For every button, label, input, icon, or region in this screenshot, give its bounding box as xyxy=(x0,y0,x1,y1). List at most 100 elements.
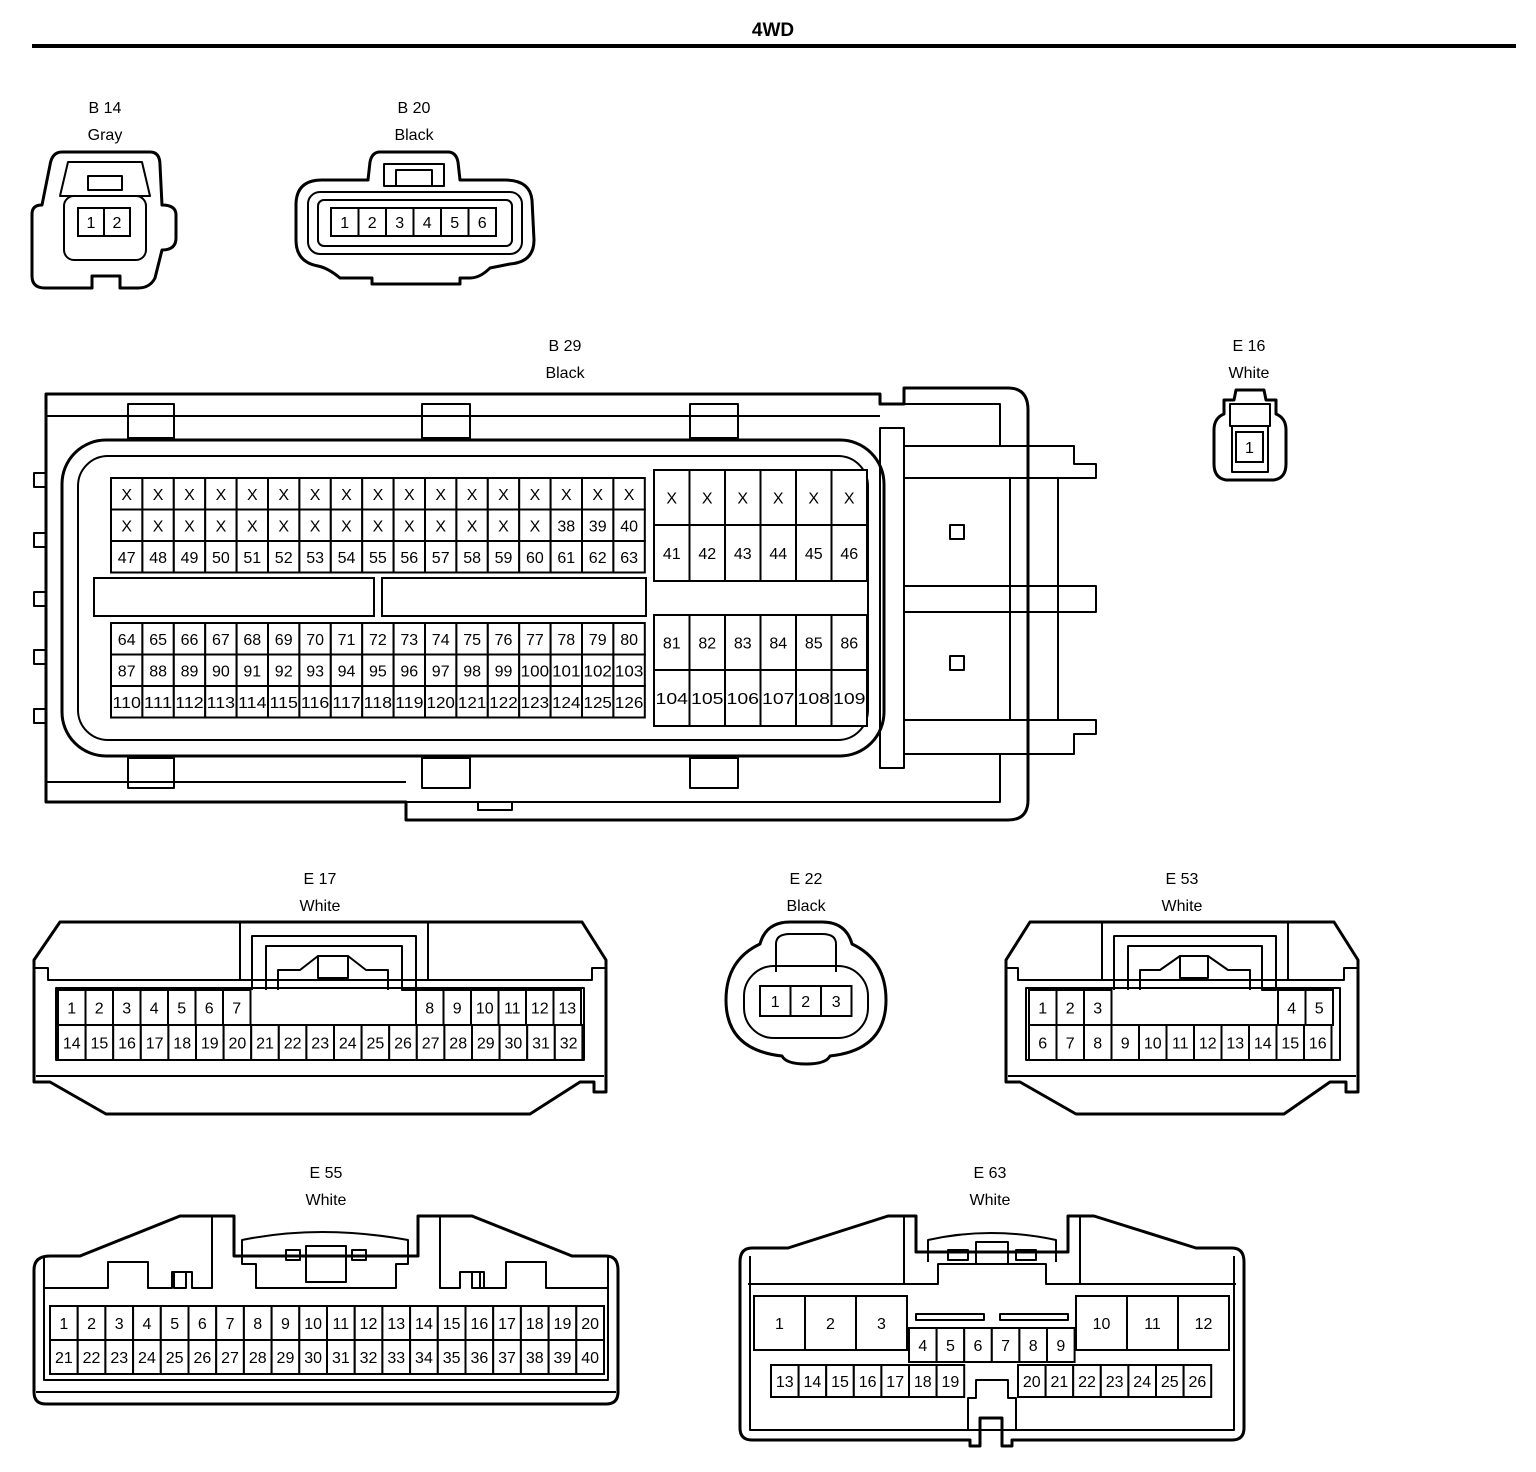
pin-number: 22 xyxy=(284,1036,302,1053)
e55-pin: 23 xyxy=(104,1339,135,1375)
b29-pin: 58 xyxy=(455,540,489,574)
pin-number: 34 xyxy=(415,1350,433,1367)
pin-number: 14 xyxy=(415,1316,433,1333)
pin-number: 14 xyxy=(63,1036,81,1053)
b29-pin: X xyxy=(518,477,552,511)
e63-pin: 14 xyxy=(797,1364,828,1398)
b29-pin: 118 xyxy=(361,685,395,719)
b29-pin: X xyxy=(298,477,332,511)
b29-pin: X xyxy=(759,469,797,526)
b29-pin: X xyxy=(486,508,521,542)
b29-pin: 47 xyxy=(110,540,144,574)
b29-pin: 110 xyxy=(110,685,144,719)
pin-number: 9 xyxy=(1121,1036,1130,1053)
e63-pin: 12 xyxy=(1177,1295,1230,1351)
pin-number: X xyxy=(404,487,415,504)
e55-pin: 21 xyxy=(49,1339,79,1375)
pin-number: 123 xyxy=(521,695,549,712)
pin-number: 96 xyxy=(400,663,418,680)
b29-pin: X xyxy=(235,477,270,511)
e55-pin: 36 xyxy=(464,1339,495,1375)
b29-pin: X xyxy=(361,477,395,511)
pin-number: 45 xyxy=(805,546,823,563)
b29-pin: 117 xyxy=(329,685,364,719)
e55-pin: 25 xyxy=(159,1339,190,1375)
pin-number: 69 xyxy=(275,632,293,649)
pin-number: 108 xyxy=(798,691,831,708)
pin-number: 55 xyxy=(369,550,387,567)
e16-id: E 16 xyxy=(1233,338,1266,355)
pin-number: 15 xyxy=(1281,1036,1299,1053)
b29-pin: X xyxy=(688,469,726,526)
pin-number: 104 xyxy=(656,691,689,708)
b29-pin: 66 xyxy=(172,622,207,656)
pin-number: 59 xyxy=(495,550,513,567)
pin-number: 70 xyxy=(306,632,324,649)
b29-color: Black xyxy=(545,365,585,382)
pin-number: 21 xyxy=(55,1350,73,1367)
e53-pin: 12 xyxy=(1193,1024,1223,1061)
pin-number: 24 xyxy=(138,1350,156,1367)
pin-number: 57 xyxy=(432,550,450,567)
b29-pin: 78 xyxy=(549,622,583,656)
pin-number: 95 xyxy=(369,663,387,680)
b14-pin: 2 xyxy=(103,207,131,237)
e17-pin: 16 xyxy=(112,1024,142,1061)
connector-b20: B 20 Black xyxy=(294,100,536,286)
e17-pin: 14 xyxy=(57,1024,87,1061)
e17-pin: 28 xyxy=(443,1024,473,1061)
pin-number: 52 xyxy=(275,550,293,567)
b29-pin: 74 xyxy=(424,622,458,656)
b29-pin: 92 xyxy=(267,653,301,687)
pin-number: 105 xyxy=(691,691,724,708)
pin-number: 2 xyxy=(368,215,377,232)
e17-pin: 3 xyxy=(112,989,142,1026)
pin-number: 40 xyxy=(581,1350,599,1367)
pin-number: 13 xyxy=(558,1001,576,1018)
b29-pin: 93 xyxy=(298,653,332,687)
e55-pin: 19 xyxy=(547,1305,578,1341)
b29-pin: 109 xyxy=(830,669,868,727)
b20-pin: 1 xyxy=(330,207,360,237)
e17-pin: 12 xyxy=(525,989,555,1026)
b29-pin: 81 xyxy=(653,614,691,671)
pin-number: 25 xyxy=(166,1350,184,1367)
e63-pin: 23 xyxy=(1099,1364,1130,1398)
pin-number: 1 xyxy=(59,1316,68,1333)
e55-pin: 13 xyxy=(381,1305,412,1341)
pin-number: 101 xyxy=(552,663,580,680)
pin-number: 7 xyxy=(1066,1036,1075,1053)
pin-number: X xyxy=(467,487,478,504)
pin-number: X xyxy=(341,518,352,535)
pin-number: 6 xyxy=(198,1316,207,1333)
pin-number: 43 xyxy=(734,546,752,563)
b29-pin: X xyxy=(612,477,646,511)
pin-number: 49 xyxy=(181,550,199,567)
b14-id: B 14 xyxy=(89,100,122,117)
pin-number: 8 xyxy=(425,1001,434,1018)
pin-number: 1 xyxy=(771,994,780,1011)
b29-pin: X xyxy=(329,477,364,511)
pin-number: 10 xyxy=(476,1001,494,1018)
e55-pin: 9 xyxy=(270,1305,301,1341)
b29-pin: 91 xyxy=(235,653,270,687)
b29-pin: 76 xyxy=(486,622,521,656)
e53-pin: 7 xyxy=(1055,1024,1085,1061)
b29-pin: X xyxy=(455,477,489,511)
e17-pin: 21 xyxy=(250,1024,280,1061)
pin-number: 21 xyxy=(1051,1374,1069,1391)
pin-number: 11 xyxy=(1144,1316,1161,1333)
pin-number: 74 xyxy=(432,632,450,649)
pin-number: 121 xyxy=(458,695,486,712)
pin-number: 94 xyxy=(338,663,356,680)
e63-pin: 10 xyxy=(1075,1295,1128,1351)
pin-number: 5 xyxy=(450,215,459,232)
pin-number: 53 xyxy=(306,550,324,567)
pin-number: 78 xyxy=(557,632,575,649)
title-rule xyxy=(32,44,1516,48)
b29-pin: 98 xyxy=(455,653,489,687)
e55-pin: 26 xyxy=(187,1339,218,1375)
